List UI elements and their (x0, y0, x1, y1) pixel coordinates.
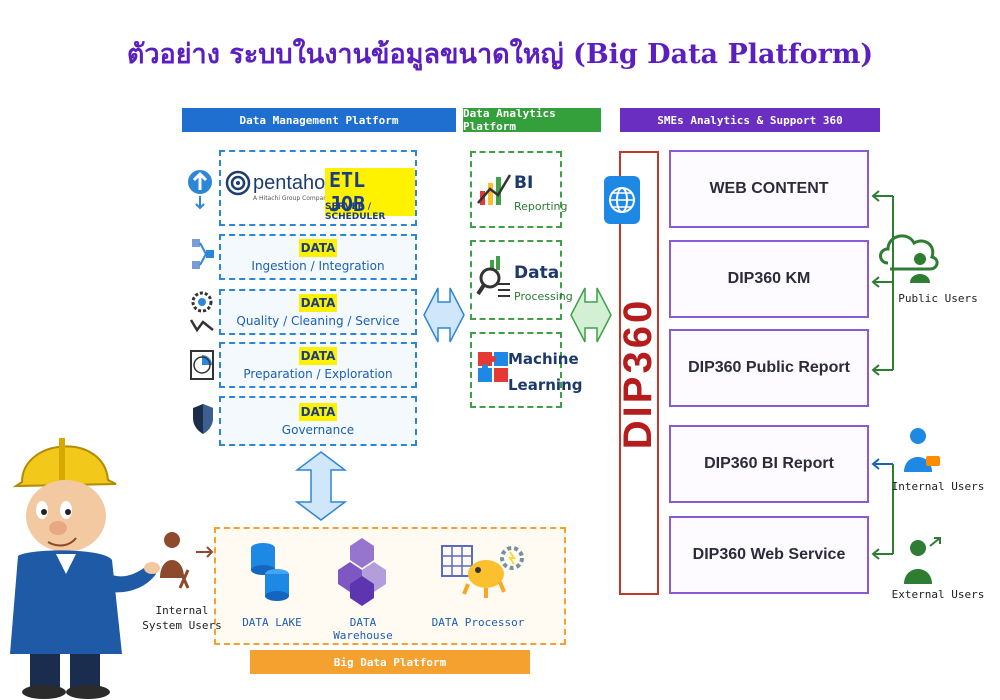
internal-users-label: Internal Users (891, 480, 985, 493)
page-title: ตัวอย่าง ระบบในงานข้อมูลขนาดใหญ่ (Big Da… (126, 39, 874, 70)
header-data-analytics: Data Analytics Platform (463, 107, 601, 133)
dm-box-governance: DATA Governance (219, 396, 417, 446)
quality-gear-icon (189, 291, 214, 333)
header-data-management: Data Management Platform (182, 108, 456, 132)
data-warehouse-icon (338, 538, 386, 606)
dm-box-tag: DATA (298, 403, 338, 421)
big-data-item-label: DATA LAKE (242, 616, 302, 629)
da-box-title: BI (514, 173, 534, 193)
da-box-sub: Processing (514, 290, 573, 303)
globe-icon (604, 176, 640, 224)
da-box-title: Data (514, 263, 560, 283)
pentaho-brand: pentaho (253, 172, 326, 194)
internal-user-icon (904, 428, 940, 472)
etl-job-label: ETL JOB (325, 168, 415, 216)
engineer-mascot-illustration (10, 438, 160, 699)
external-user-icon (904, 537, 941, 584)
dm-box-tag: DATA (298, 294, 338, 312)
external-users-label: External Users (891, 588, 985, 601)
system-user-arrow-icon (196, 546, 214, 558)
dm-box-quality: DATA Quality / Cleaning / Service (219, 289, 417, 335)
pentaho-logo-icon (225, 170, 251, 196)
header-big-data: Big Data Platform (250, 650, 530, 674)
da-box-processing: Data Processing (470, 240, 573, 320)
data-processor-icon (441, 545, 524, 598)
cloud-upload-icon (188, 170, 212, 210)
sme-box-web-service: DIP360 Web Service (669, 516, 869, 594)
pentaho-brand-sub: A Hitachi Group Company (253, 195, 331, 202)
da-box-title-2: Learning (508, 376, 583, 394)
dip360-label: DIP360 (616, 297, 661, 449)
sme-box-web-content: WEB CONTENT (669, 150, 869, 228)
public-users-label: Public Users (898, 292, 978, 305)
da-box-bi: BI Reporting (470, 151, 567, 228)
dip360-bar: DIP360 (616, 151, 661, 595)
sme-box-km: DIP360 KM (669, 240, 869, 318)
etl-job-box: pentaho A Hitachi Group Company ETL JOB … (219, 150, 417, 226)
da-box-ml: Machine Learning (470, 332, 583, 408)
sme-box-bi-report: DIP360 BI Report (669, 425, 869, 503)
public-users-icon (879, 234, 939, 283)
dm-box-label: Ingestion / Integration (251, 259, 385, 273)
internal-system-users-line1: Internal (155, 604, 209, 617)
shield-icon (193, 404, 213, 434)
internal-system-users-label: Internal System Users (140, 603, 224, 633)
internal-system-users-line2: System Users (142, 619, 222, 632)
dm-box-label: Governance (281, 423, 355, 437)
da-dip-double-arrow-icon (570, 287, 612, 343)
dm-da-double-arrow-icon (423, 287, 465, 343)
internal-system-user-icon (160, 532, 190, 589)
da-box-sub: Reporting (514, 200, 568, 213)
etl-job-sub: SERVER / SCHEDULER (325, 202, 386, 222)
pie-report-icon (190, 350, 214, 380)
dm-box-label: Quality / Cleaning / Service (236, 314, 400, 328)
dm-box-tag: DATA (298, 347, 338, 365)
big-data-item-label: DATA Processor (431, 616, 525, 629)
magnifier-chart-icon (476, 256, 510, 297)
dm-box-tag: DATA (298, 239, 338, 257)
da-box-title: Machine (508, 350, 579, 368)
dm-box-ingestion: DATA Ingestion / Integration (219, 234, 417, 280)
flow-diagram-icon (192, 239, 214, 269)
sme-box-public-report: DIP360 Public Report (669, 329, 869, 407)
dm-box-label: Preparation / Exploration (243, 367, 393, 381)
header-smes: SMEs Analytics & Support 360 (620, 108, 880, 132)
dm-bigdata-vertical-arrow-icon (295, 451, 347, 521)
dm-box-preparation: DATA Preparation / Exploration (219, 342, 417, 388)
big-data-item-label: DATA Warehouse (333, 616, 393, 642)
puzzle-icon (478, 352, 508, 382)
data-lake-icon (251, 543, 289, 601)
user-connector-lines (871, 190, 894, 560)
bar-chart-icon (477, 174, 512, 205)
